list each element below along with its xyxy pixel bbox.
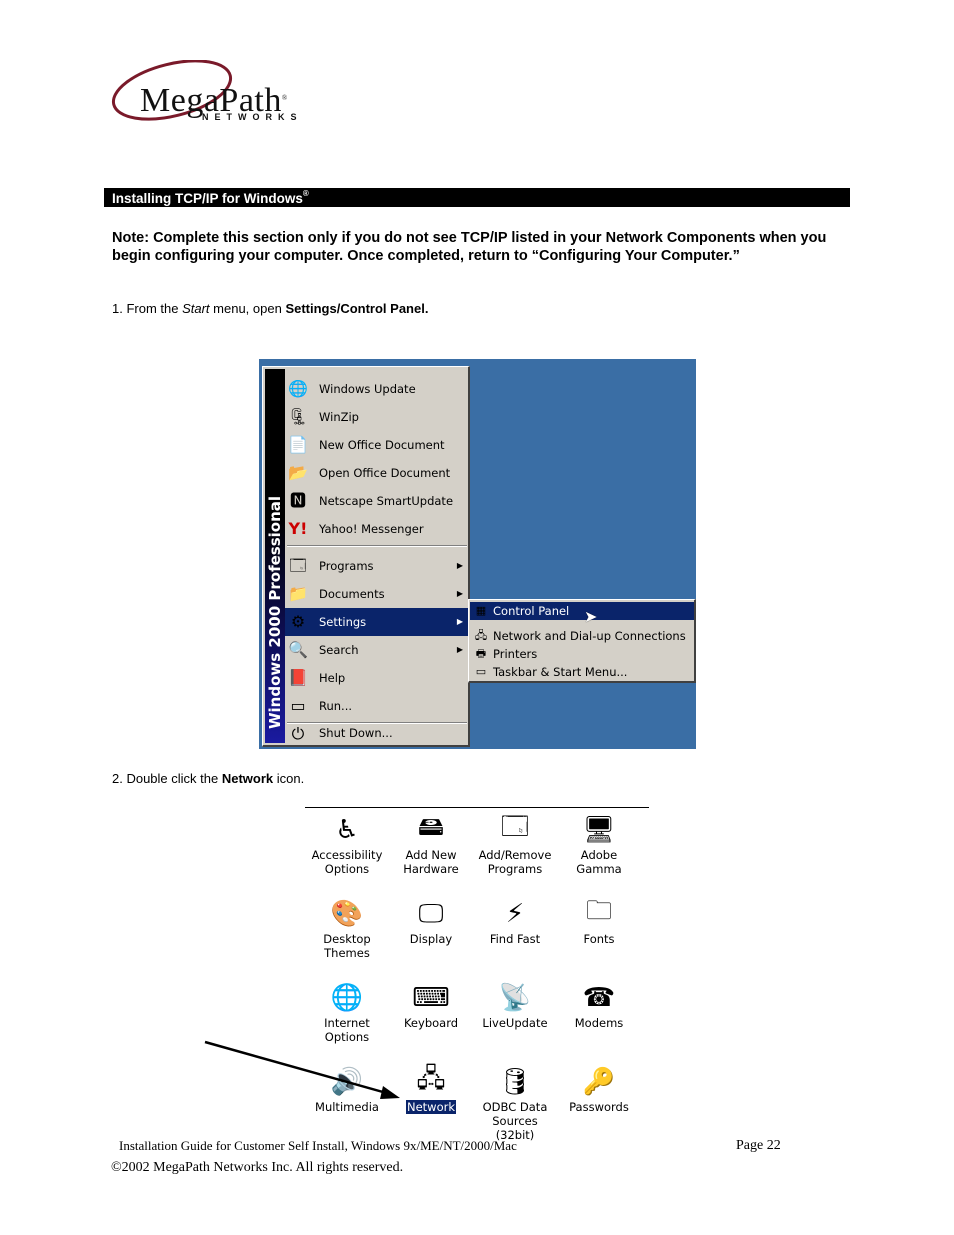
submenu-item-taskbar[interactable]: ▭Taskbar & Start Menu... bbox=[475, 665, 628, 679]
submenu-item-control-panel[interactable]: ▦Control Panel bbox=[470, 602, 694, 620]
menu-item-winzip[interactable]: 🗜WinZip bbox=[287, 407, 359, 426]
cp-liveupdate[interactable]: 📡LiveUpdate bbox=[473, 980, 557, 1030]
run-icon: ▭ bbox=[290, 696, 306, 715]
accessibility-icon: ♿ bbox=[335, 815, 359, 845]
find-fast-icon: ⚡ bbox=[505, 899, 525, 929]
menu-item-open-office-document[interactable]: 📂Open Office Document bbox=[288, 463, 451, 482]
settings-submenu: ▦Control Panel 🖧Network and Dial-up Conn… bbox=[468, 599, 696, 683]
menu-item-netscape-smartupdate[interactable]: 🅽Netscape SmartUpdate bbox=[285, 487, 469, 515]
menu-item-run[interactable]: ▭Run... bbox=[285, 692, 469, 720]
control-panel-icon: ▦ bbox=[475, 604, 487, 617]
start-menu-screenshot: Windows 2000 Professional 🌐Windows Updat… bbox=[259, 359, 696, 749]
footer-title: Installation Guide for Customer Self Ins… bbox=[119, 1138, 517, 1153]
menu-item-help[interactable]: 📕Help bbox=[288, 668, 346, 687]
copyright: ©2002 MegaPath Networks Inc. All rights … bbox=[111, 1160, 404, 1175]
cp-add-remove-programs[interactable]: 🗔Add/Remove Programs bbox=[478, 812, 552, 876]
mouse-pointer-icon: ➤ bbox=[584, 607, 598, 626]
settings-icon: ⚙ bbox=[290, 612, 306, 631]
fonts-icon: 🗀 bbox=[585, 896, 612, 926]
documents-icon: 📁 bbox=[288, 584, 308, 603]
step-1: 1. From the Start menu, open Settings/Co… bbox=[112, 301, 429, 316]
search-icon: 🔍 bbox=[288, 640, 308, 659]
cp-accessibility-options[interactable]: ♿Accessibility Options bbox=[305, 812, 389, 876]
help-icon: 📕 bbox=[288, 668, 308, 687]
add-remove-icon: 🗔 bbox=[500, 812, 530, 842]
folder-open-icon: 📂 bbox=[288, 463, 308, 482]
menu-item-new-office-document[interactable]: 📄New Office Document bbox=[288, 435, 445, 454]
office-new-icon: 📄 bbox=[288, 435, 308, 454]
menu-item-programs[interactable]: 🗔Programs▶ bbox=[285, 552, 469, 580]
monitor-icon: 🖥 bbox=[582, 815, 616, 845]
submenu-arrow-icon: ▶ bbox=[456, 645, 463, 654]
cp-multimedia[interactable]: 🔊Multimedia bbox=[305, 1064, 389, 1114]
multimedia-icon: 🔊 bbox=[330, 1067, 364, 1097]
internet-icon: 🌐 bbox=[330, 983, 364, 1013]
start-menu: Windows 2000 Professional 🌐Windows Updat… bbox=[262, 366, 470, 747]
keyboard-icon: ⌨ bbox=[412, 983, 450, 1013]
step-2: 2. Double click the Network icon. bbox=[112, 771, 305, 786]
cp-network[interactable]: 🖧Network bbox=[404, 1064, 458, 1115]
netscape-icon: 🅽 bbox=[289, 491, 306, 510]
menu-item-windows-update[interactable]: 🌐Windows Update bbox=[288, 379, 416, 398]
cp-keyboard[interactable]: ⌨Keyboard bbox=[389, 980, 473, 1030]
control-panel-screenshot: ♿Accessibility Options 🖴Add New Hardware… bbox=[305, 807, 649, 1142]
cp-adobe-gamma[interactable]: 🖥Adobe Gamma bbox=[557, 812, 641, 876]
start-menu-banner: Windows 2000 Professional bbox=[265, 369, 285, 743]
cp-modems[interactable]: ☎Modems bbox=[557, 980, 641, 1030]
cp-desktop-themes[interactable]: 🎨Desktop Themes bbox=[305, 896, 389, 960]
submenu-item-network-dialup[interactable]: 🖧Network and Dial-up Connections bbox=[474, 629, 686, 643]
copyright-icon: © bbox=[111, 1160, 122, 1175]
page-number: Page 22 bbox=[736, 1138, 781, 1153]
globe-icon: 🌐 bbox=[288, 379, 308, 398]
logo-subtitle: NETWORKS bbox=[202, 112, 303, 122]
programs-icon: 🗔 bbox=[289, 556, 307, 575]
menu-item-yahoo-messenger[interactable]: Y!Yahoo! Messenger bbox=[288, 519, 424, 538]
themes-icon: 🎨 bbox=[330, 899, 364, 929]
submenu-arrow-icon: ▶ bbox=[456, 589, 463, 598]
megapath-logo: MegaPath® NETWORKS bbox=[110, 60, 310, 130]
passwords-icon: 🔑 bbox=[582, 1067, 616, 1097]
liveupdate-icon: 📡 bbox=[498, 983, 532, 1013]
shutdown-icon: ⏻ bbox=[291, 724, 305, 743]
odbc-icon: 🛢 bbox=[498, 1067, 532, 1097]
note-paragraph: Note: Complete this section only if you … bbox=[112, 230, 827, 264]
logo-swoosh bbox=[111, 60, 233, 121]
printer-icon: 🖶 bbox=[475, 647, 487, 660]
cp-find-fast[interactable]: ⚡Find Fast bbox=[473, 896, 557, 946]
menu-item-search[interactable]: 🔍Search▶ bbox=[285, 636, 469, 664]
submenu-arrow-icon: ▶ bbox=[456, 617, 463, 626]
section-heading: Installing TCP/IP for Windows® bbox=[104, 188, 850, 207]
submenu-item-printers[interactable]: 🖶Printers bbox=[475, 647, 538, 661]
logo-wordmark: MegaPath® bbox=[140, 82, 288, 119]
network-icon: 🖧 bbox=[416, 1064, 446, 1094]
display-icon: 🖵 bbox=[418, 898, 444, 929]
modem-icon: ☎ bbox=[582, 983, 616, 1013]
network-connections-icon: 🖧 bbox=[474, 629, 488, 642]
taskbar-icon: ▭ bbox=[475, 665, 487, 678]
winzip-icon: 🗜 bbox=[287, 407, 309, 426]
menu-separator bbox=[287, 722, 467, 724]
cp-odbc-data-sources[interactable]: 🛢ODBC Data Sources (32bit) bbox=[473, 1064, 557, 1142]
cp-display[interactable]: 🖵Display bbox=[389, 896, 473, 947]
menu-item-shut-down[interactable]: ⏻Shut Down... bbox=[285, 720, 469, 746]
cp-add-new-hardware[interactable]: 🖴Add New Hardware bbox=[403, 812, 459, 876]
menu-item-settings[interactable]: ⚙Settings▶ bbox=[285, 608, 469, 636]
yahoo-icon: Y! bbox=[288, 519, 308, 538]
hardware-icon: 🖴 bbox=[417, 812, 445, 842]
cp-internet-options[interactable]: 🌐Internet Options bbox=[305, 980, 389, 1044]
menu-separator bbox=[287, 545, 467, 547]
menu-item-documents[interactable]: 📁Documents▶ bbox=[285, 580, 469, 608]
submenu-arrow-icon: ▶ bbox=[456, 561, 463, 570]
cp-passwords[interactable]: 🔑Passwords bbox=[557, 1064, 641, 1114]
cp-fonts[interactable]: 🗀Fonts bbox=[583, 896, 615, 946]
